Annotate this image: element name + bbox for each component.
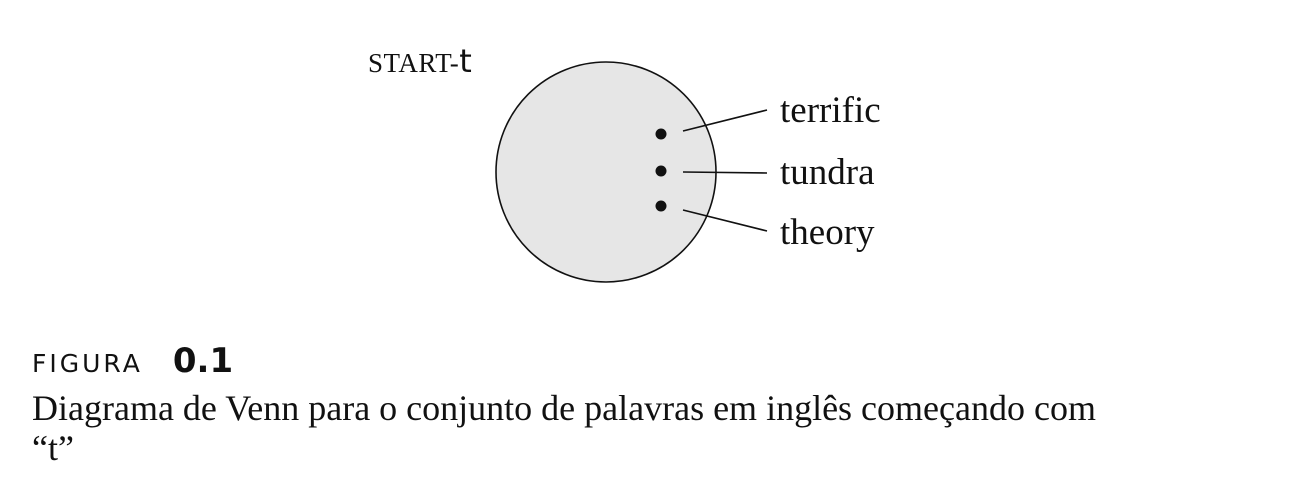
element-theory: theory: [655, 200, 875, 253]
connector-line: [682, 109, 768, 132]
caption-line: Diagrama de Venn para o conjunto de pala…: [32, 388, 1096, 428]
caption-text: Diagrama de Venn para o conjunto de pala…: [32, 388, 1282, 468]
caption-line: “t”: [32, 428, 74, 468]
connector-line: [682, 209, 768, 232]
caption-heading: FIGURA 0.1: [32, 338, 1282, 384]
element-label: theory: [780, 212, 875, 253]
element-label: terrific: [780, 90, 881, 131]
element-tundra: tundra: [655, 152, 875, 193]
element-label: tundra: [780, 152, 875, 193]
element-dot: [655, 165, 667, 177]
element-dot: [655, 200, 667, 212]
venn-diagram: START-t terrific tundra theory: [368, 42, 881, 283]
figure-word: FIGURA: [32, 349, 143, 378]
figure-caption: FIGURA 0.1 Diagrama de Venn para o conjun…: [32, 338, 1282, 468]
set-label: START-t: [368, 42, 472, 80]
set-label-prefix: START-: [368, 48, 459, 78]
figure-number: 0.1: [172, 341, 234, 381]
element-dot: [655, 128, 667, 140]
connector-line: [682, 171, 768, 174]
element-terrific: terrific: [655, 90, 881, 140]
set-label-letter: t: [459, 42, 472, 80]
